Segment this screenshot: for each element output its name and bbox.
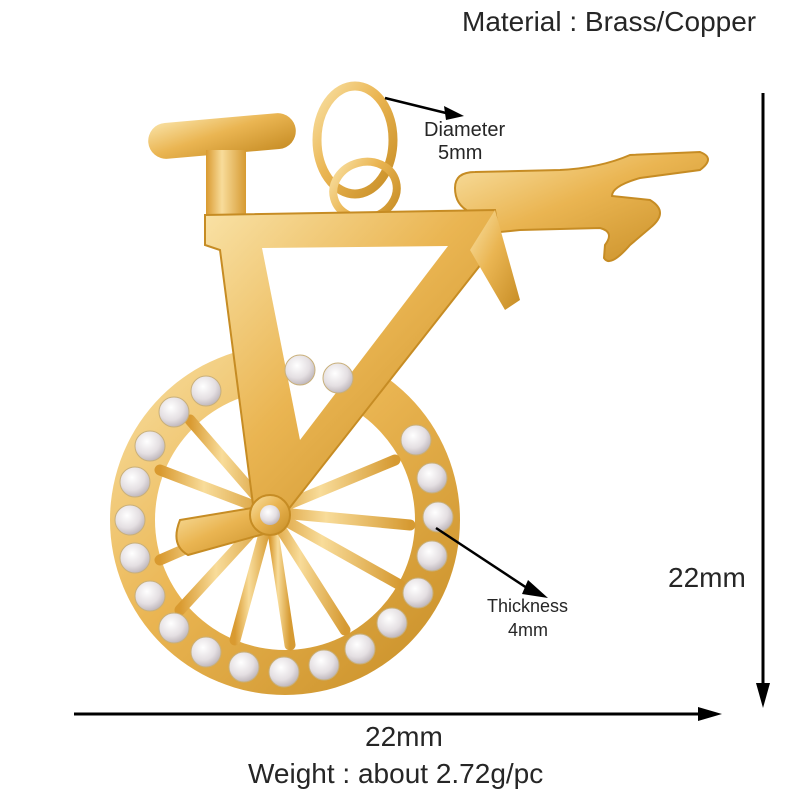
height-dimension-label: 22mm <box>668 562 746 593</box>
jump-ring-diameter-value: 5mm <box>438 142 483 164</box>
width-dimension-arrow <box>74 707 722 721</box>
thickness-arrow <box>435 526 548 598</box>
weight-label: Weight : about 2.72g/pc <box>248 758 544 789</box>
thickness-label: Thickness <box>487 596 569 616</box>
zirconia-stones <box>114 354 454 688</box>
bike-seat <box>148 113 296 230</box>
height-dimension-arrow <box>756 93 770 708</box>
thickness-value: 4mm <box>508 620 548 640</box>
jump-ring <box>312 81 401 223</box>
jump-ring-diameter-label: Diameter <box>424 119 506 141</box>
width-dimension-label: 22mm <box>365 721 443 752</box>
material-label: Material : Brass/Copper <box>462 6 757 37</box>
bike-frame <box>175 208 520 557</box>
diameter-arrow <box>384 96 464 120</box>
